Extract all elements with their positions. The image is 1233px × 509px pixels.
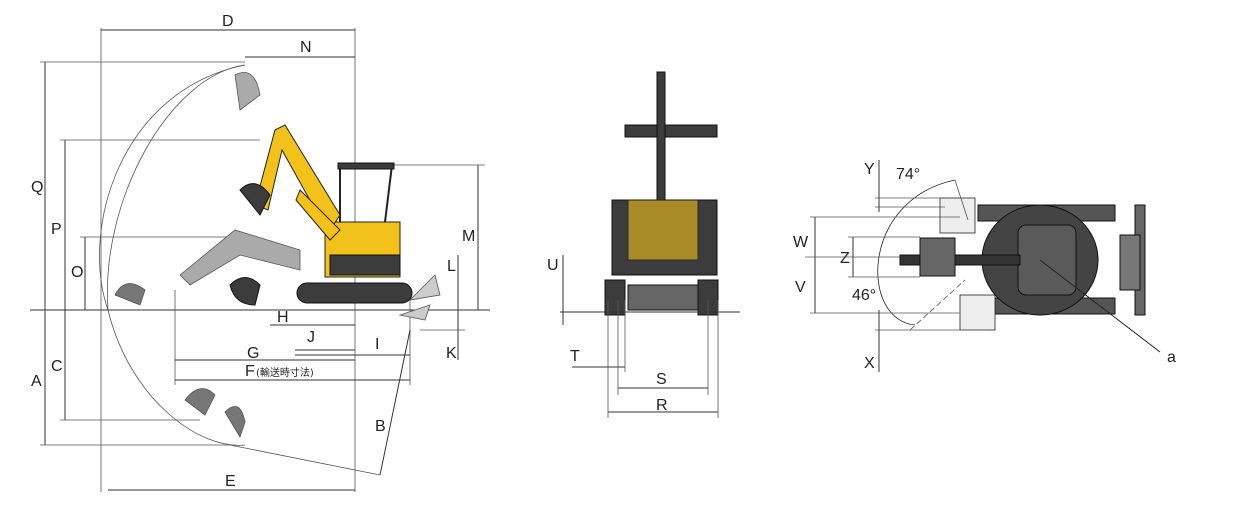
label-D: D (222, 13, 234, 30)
label-O: O (71, 264, 83, 281)
side-view: D N Q P O M L A C K H J G I F (輸送時寸法) B … (30, 13, 490, 492)
label-F: F (245, 363, 255, 380)
top-view: Y 74° W Z V 46° X a (793, 160, 1176, 372)
label-F-note: (輸送時寸法) (256, 366, 314, 379)
label-W: W (793, 234, 809, 251)
label-a: a (1167, 349, 1176, 366)
label-K: K (446, 345, 457, 362)
label-Q: Q (31, 179, 43, 196)
label-M: M (462, 228, 475, 245)
label-Z: Z (840, 250, 850, 267)
label-L: L (447, 258, 456, 275)
label-V: V (795, 279, 806, 296)
label-B: B (375, 418, 386, 435)
label-H: H (277, 309, 289, 326)
label-S: S (656, 371, 667, 388)
label-T: T (570, 348, 580, 365)
label-I: I (375, 336, 379, 353)
label-U: U (547, 257, 559, 274)
label-X: X (864, 355, 875, 372)
label-Y: Y (864, 161, 875, 178)
label-P: P (51, 221, 62, 238)
label-46-degrees: 46° (852, 287, 876, 304)
label-A: A (31, 373, 42, 390)
label-J: J (307, 329, 315, 346)
label-G: G (247, 345, 259, 362)
label-N: N (300, 39, 312, 56)
label-R: R (656, 397, 668, 414)
label-E: E (225, 473, 236, 490)
front-view: U T S R (547, 71, 740, 418)
label-C: C (51, 358, 63, 375)
label-74-degrees: 74° (896, 166, 920, 183)
